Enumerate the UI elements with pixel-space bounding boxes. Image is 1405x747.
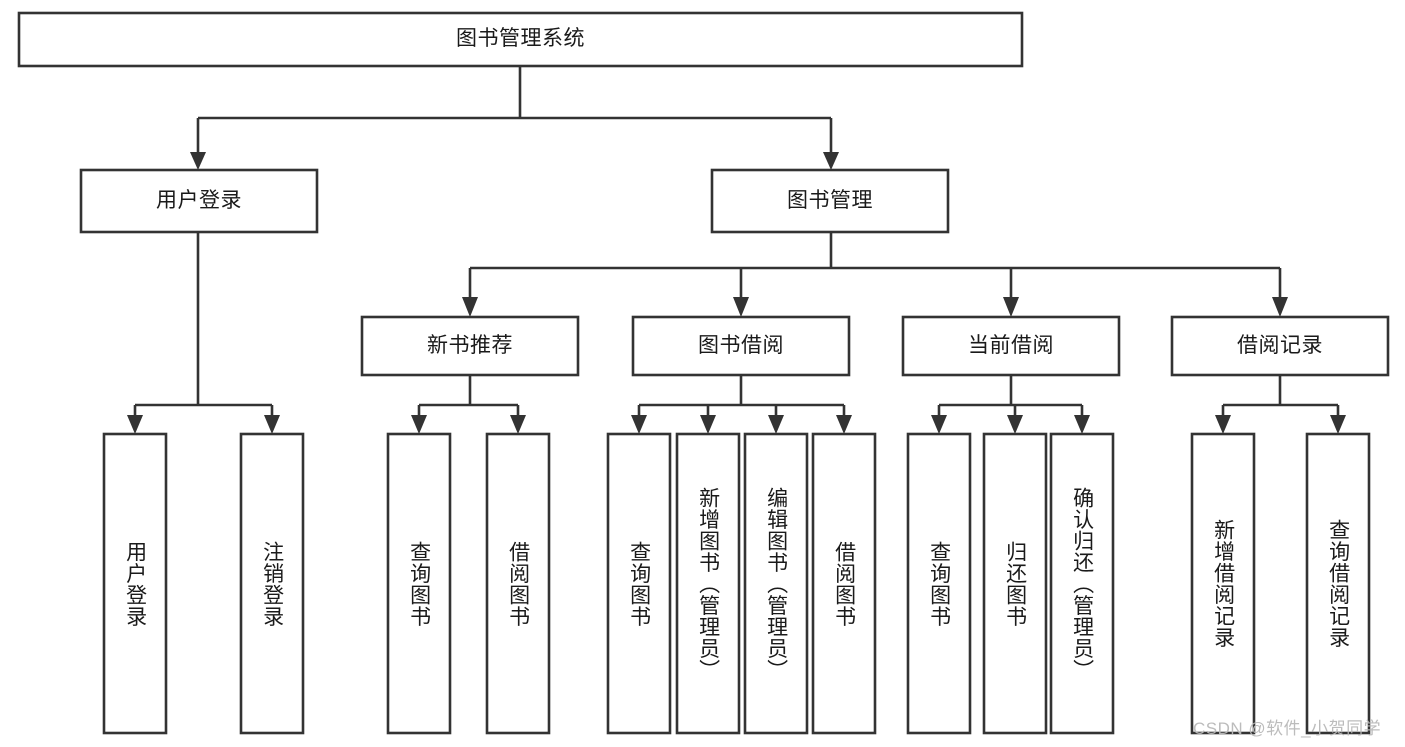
node-box-user-login[interactable] [79,168,319,234]
node-box-leaf-return-book[interactable] [982,432,1048,735]
arrow-to-leaf-query-book-current [931,415,947,434]
arrow-to-leaf-borrow-book-recommend [510,415,526,434]
node-box-leaf-borrow-book[interactable] [811,432,877,735]
arrow-to-leaf-return-book [1007,415,1023,434]
node-box-leaf-add-borrow-record[interactable] [1190,432,1256,735]
node-box-leaf-query-borrow-record[interactable] [1305,432,1371,735]
node-box-current-borrow[interactable] [901,315,1121,377]
arrow-to-leaf-add-borrow-record [1215,415,1231,434]
node-box-root[interactable] [17,11,1024,68]
node-box-new-book-recommend[interactable] [360,315,580,377]
node-box-book-manage[interactable] [710,168,950,234]
arrow-to-leaf-query-book-recommend [411,415,427,434]
arrow-to-leaf-logout [264,415,280,434]
node-box-leaf-edit-book[interactable] [743,432,809,735]
node-box-leaf-borrow-book-recommend[interactable] [485,432,551,735]
node-box-layer [17,11,1390,735]
arrow-to-leaf-query-borrow-record [1330,415,1346,434]
arrow-to-user-login [190,152,206,170]
arrow-to-book-borrow [733,297,749,317]
arrow-to-book-manage [823,152,839,170]
node-box-leaf-query-book-current[interactable] [906,432,972,735]
arrow-to-leaf-borrow-book [836,415,852,434]
node-box-leaf-query-book-borrow[interactable] [606,432,672,735]
arrow-to-current-borrow [1003,297,1019,317]
arrow-to-leaf-query-book-borrow [631,415,647,434]
node-box-leaf-add-book[interactable] [675,432,741,735]
node-box-leaf-query-book-recommend[interactable] [386,432,452,735]
arrow-to-leaf-edit-book [768,415,784,434]
arrow-to-new-book-recommend [462,297,478,317]
arrow-to-leaf-add-book [700,415,716,434]
arrow-to-leaf-user-login [127,415,143,434]
node-box-leaf-confirm-return[interactable] [1049,432,1115,735]
node-box-borrow-record[interactable] [1170,315,1390,377]
node-box-book-borrow[interactable] [631,315,851,377]
node-box-leaf-user-login[interactable] [102,432,168,735]
connector-layer [127,66,1346,434]
node-box-leaf-logout[interactable] [239,432,305,735]
arrow-to-leaf-confirm-return [1074,415,1090,434]
arrow-to-borrow-record [1272,297,1288,317]
csdn-watermark: CSDN @软件_小贺同学 [1193,719,1382,738]
